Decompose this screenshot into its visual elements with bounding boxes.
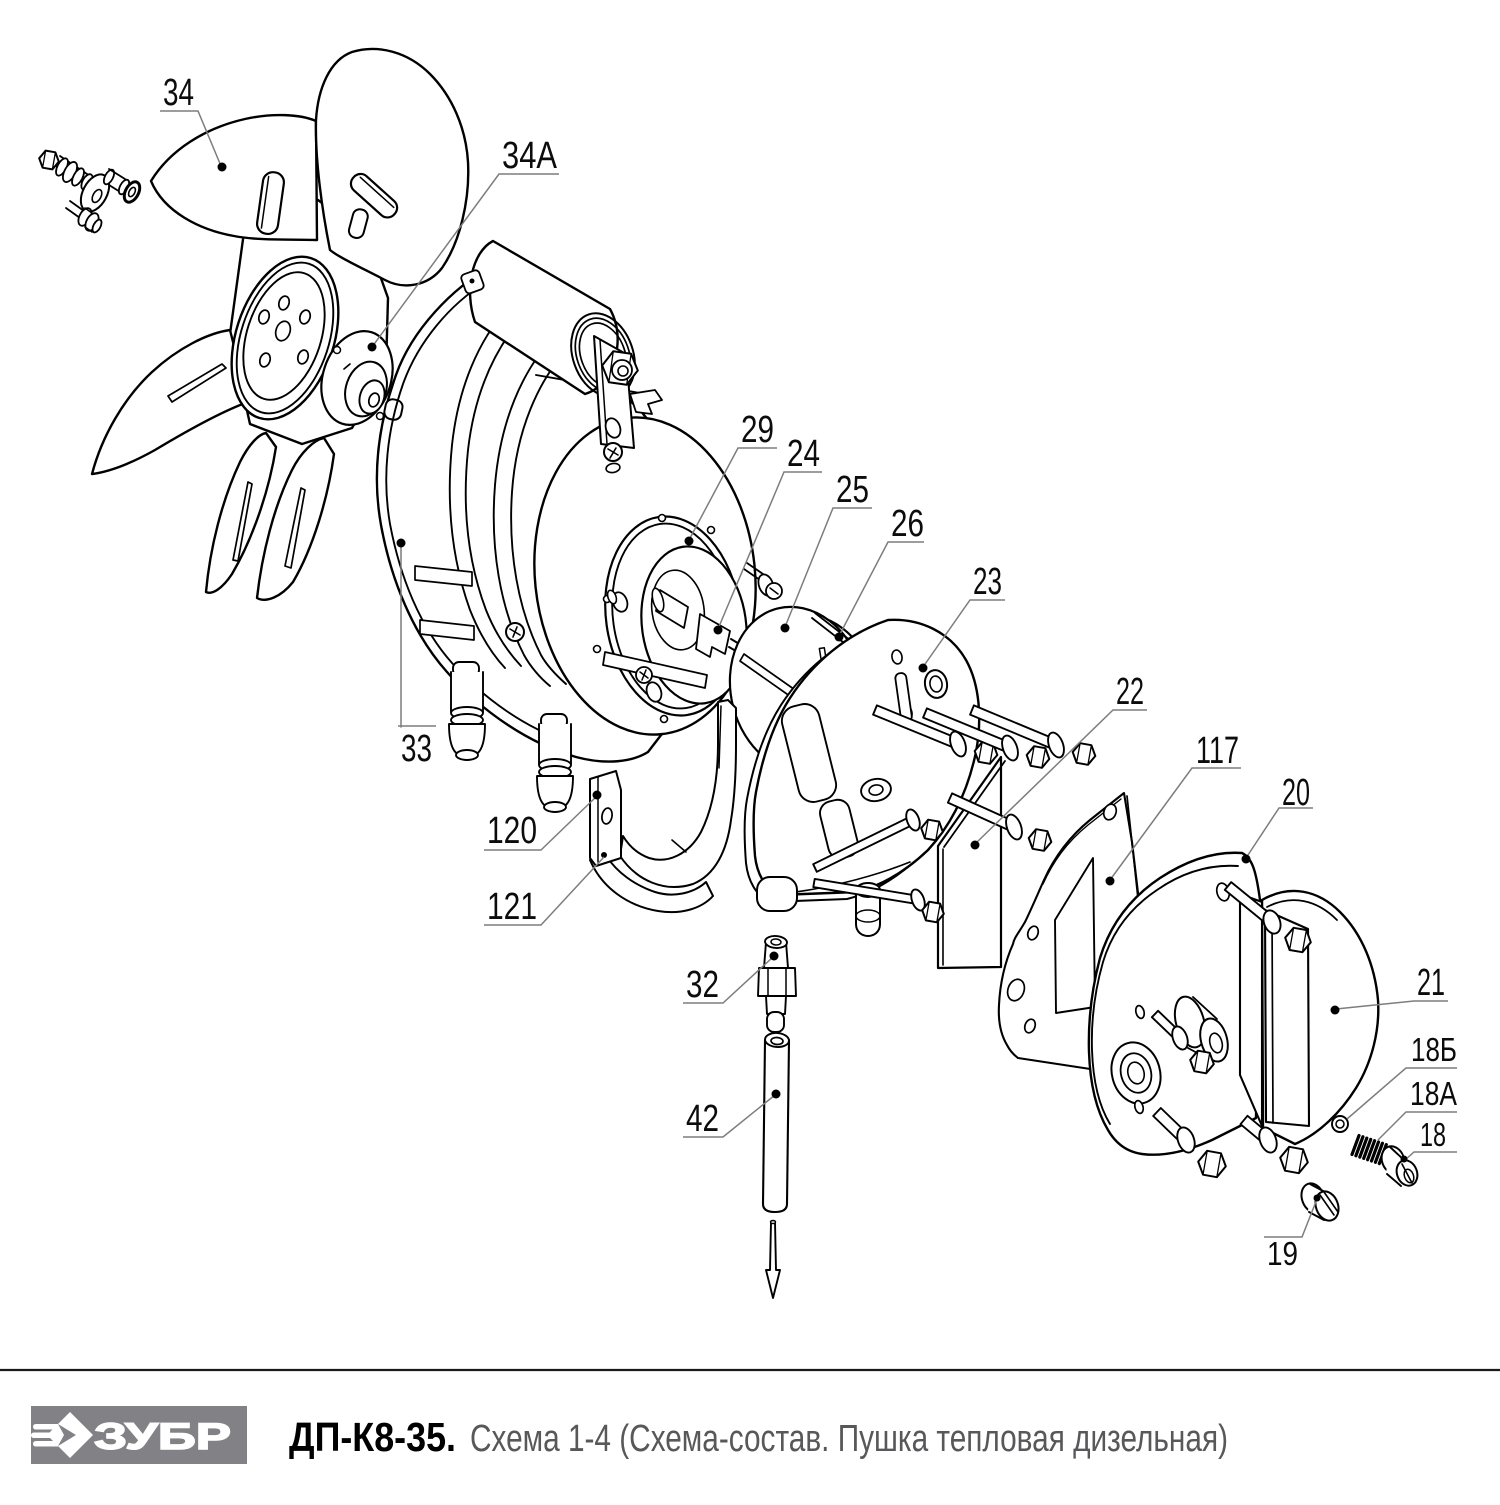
svg-text:Схема 1-4 (Схема-состав. Пушка: Схема 1-4 (Схема-состав. Пушка тепловая … <box>470 1418 1228 1460</box>
svg-text:20: 20 <box>1282 772 1310 814</box>
svg-text:117: 117 <box>1196 730 1239 772</box>
svg-text:34: 34 <box>163 72 194 114</box>
svg-text:120: 120 <box>487 810 537 852</box>
svg-text:18Б: 18Б <box>1411 1031 1457 1068</box>
svg-text:25: 25 <box>836 469 869 511</box>
svg-text:121: 121 <box>487 886 537 928</box>
svg-text:26: 26 <box>891 503 924 545</box>
svg-text:ДП-К8-35.: ДП-К8-35. <box>289 1414 456 1460</box>
svg-text:19: 19 <box>1267 1235 1298 1272</box>
svg-text:18А: 18А <box>1410 1075 1457 1112</box>
svg-text:42: 42 <box>686 1098 719 1140</box>
svg-text:24: 24 <box>787 433 820 475</box>
svg-text:29: 29 <box>741 409 774 451</box>
svg-text:22: 22 <box>1116 671 1144 713</box>
svg-text:ЗУБР: ЗУБР <box>94 1416 231 1457</box>
svg-text:21: 21 <box>1417 962 1445 1004</box>
svg-text:34А: 34А <box>502 135 558 177</box>
svg-text:18: 18 <box>1420 1116 1446 1153</box>
svg-text:23: 23 <box>973 561 1002 603</box>
svg-text:32: 32 <box>686 964 719 1006</box>
svg-text:33: 33 <box>401 728 432 770</box>
